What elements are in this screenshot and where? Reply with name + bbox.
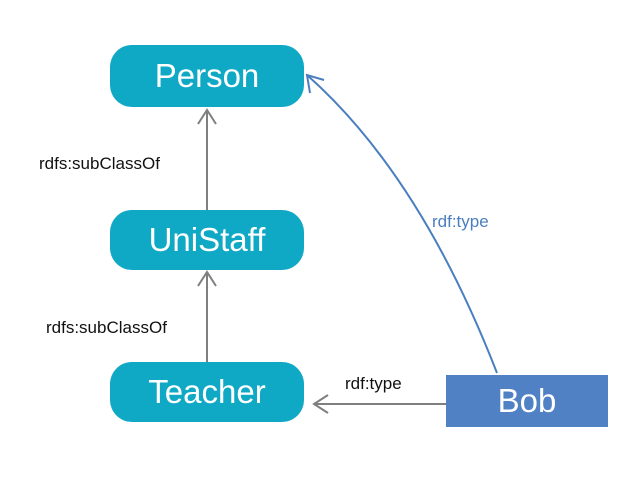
edge-bob-to-person <box>305 73 498 374</box>
edge-label-bob-type-teacher: rdf:type <box>345 374 402 393</box>
edge-label-unistaff-subclassof: rdfs:subClassOf <box>39 154 160 173</box>
edge-unistaff-to-person <box>197 108 217 210</box>
arrowhead-icon <box>312 394 329 414</box>
node-unistaff: UniStaff <box>110 210 304 270</box>
arrowhead-icon <box>305 73 325 94</box>
arrowhead-icon <box>197 108 217 125</box>
edge-bob-to-teacher <box>312 394 446 414</box>
edge-teacher-to-unistaff <box>197 270 217 362</box>
edge-label-teacher-subclassof: rdfs:subClassOf <box>46 318 167 337</box>
edge-line <box>306 74 498 374</box>
edge-label-bob-type-person: rdf:type <box>432 212 489 231</box>
node-bob: Bob <box>446 375 608 427</box>
node-person: Person <box>110 45 304 107</box>
node-teacher: Teacher <box>110 362 304 422</box>
arrowhead-icon <box>197 270 217 287</box>
